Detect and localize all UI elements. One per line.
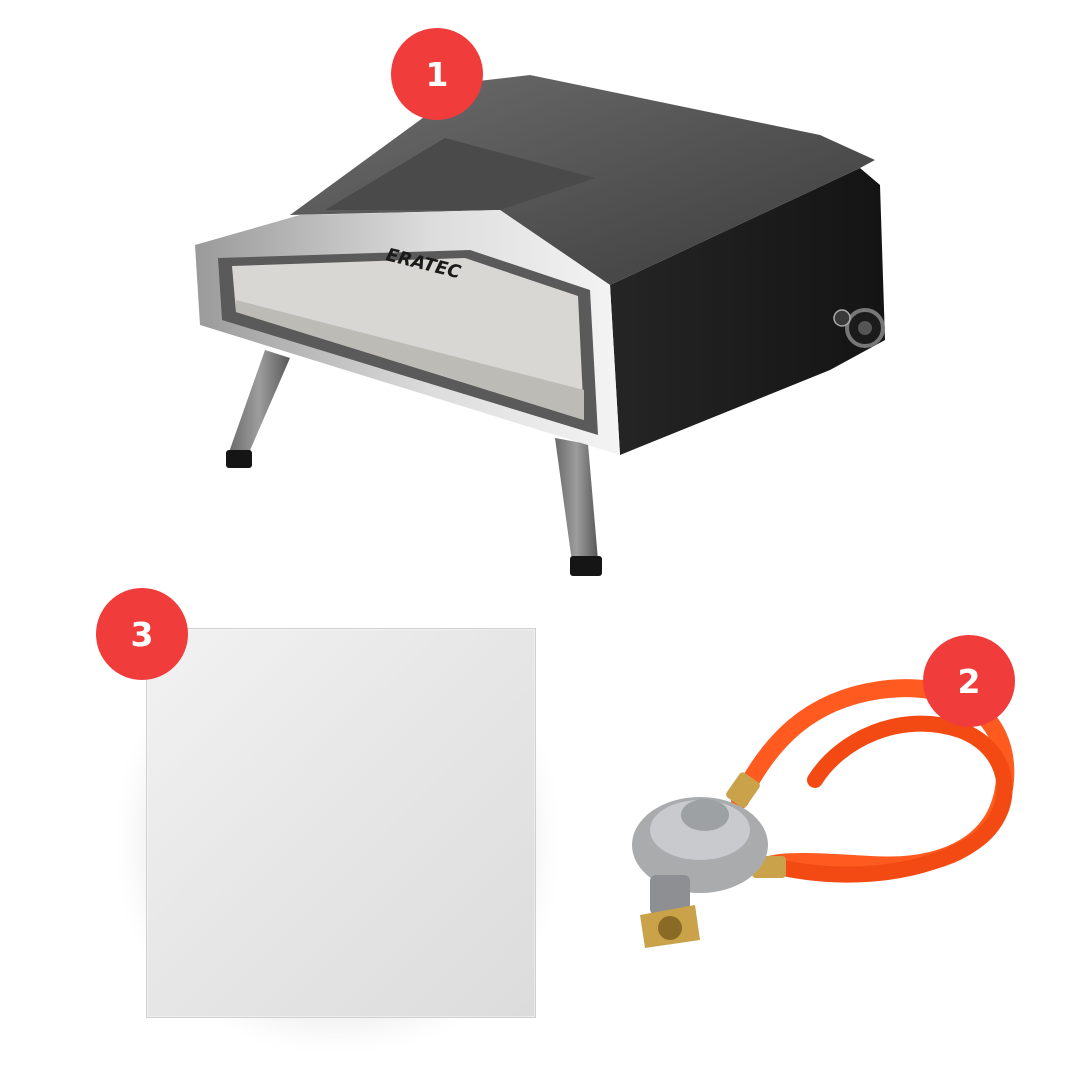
badge-2: 2: [923, 635, 1015, 727]
pizza-oven-image: ERATEC: [195, 75, 885, 576]
badge-3: 3: [96, 588, 188, 680]
gas-hose-regulator-image: [632, 679, 1015, 948]
pizza-stone-image: [146, 628, 536, 1018]
badge-1: 1: [391, 28, 483, 120]
